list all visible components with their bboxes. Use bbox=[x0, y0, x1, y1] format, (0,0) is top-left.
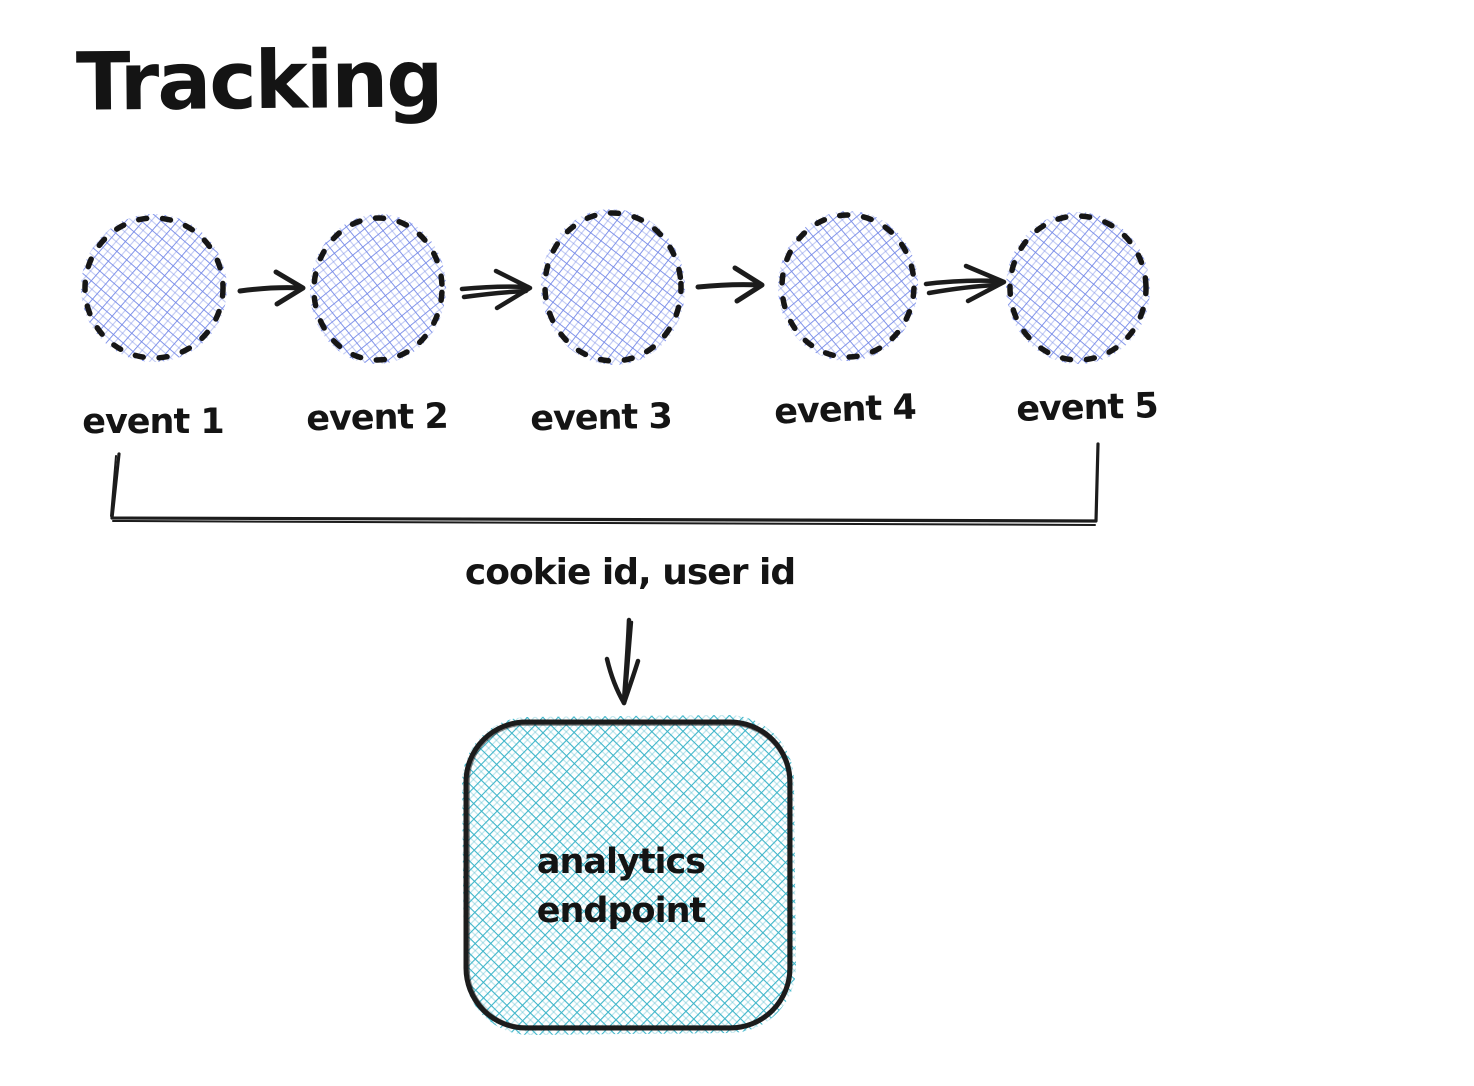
arrow-right-4-icon bbox=[923, 263, 1007, 304]
analytics-endpoint-box bbox=[462, 714, 796, 1036]
analytics-endpoint-label: analytics endpoint bbox=[536, 842, 706, 931]
event-3-node bbox=[540, 209, 686, 365]
event-4-label: event 4 bbox=[773, 387, 917, 433]
arrow-right-1-icon bbox=[237, 269, 306, 307]
event-3-label: event 3 bbox=[529, 396, 673, 440]
event-5-node bbox=[1005, 212, 1151, 364]
diagram-title: Tracking bbox=[75, 32, 442, 129]
event-1-label: event 1 bbox=[82, 402, 224, 442]
arrow-down-icon bbox=[604, 617, 641, 706]
bracket-label: cookie id, user id bbox=[464, 552, 796, 593]
arrow-right-2-icon bbox=[459, 268, 533, 311]
arrow-right-3-icon bbox=[695, 265, 765, 304]
event-4-node bbox=[777, 211, 919, 361]
event-5-label: event 5 bbox=[1015, 386, 1159, 430]
grouping-bracket bbox=[110, 442, 1100, 526]
event-2-node bbox=[309, 214, 447, 364]
event-1-node bbox=[80, 214, 228, 362]
event-2-label: event 2 bbox=[305, 396, 449, 440]
